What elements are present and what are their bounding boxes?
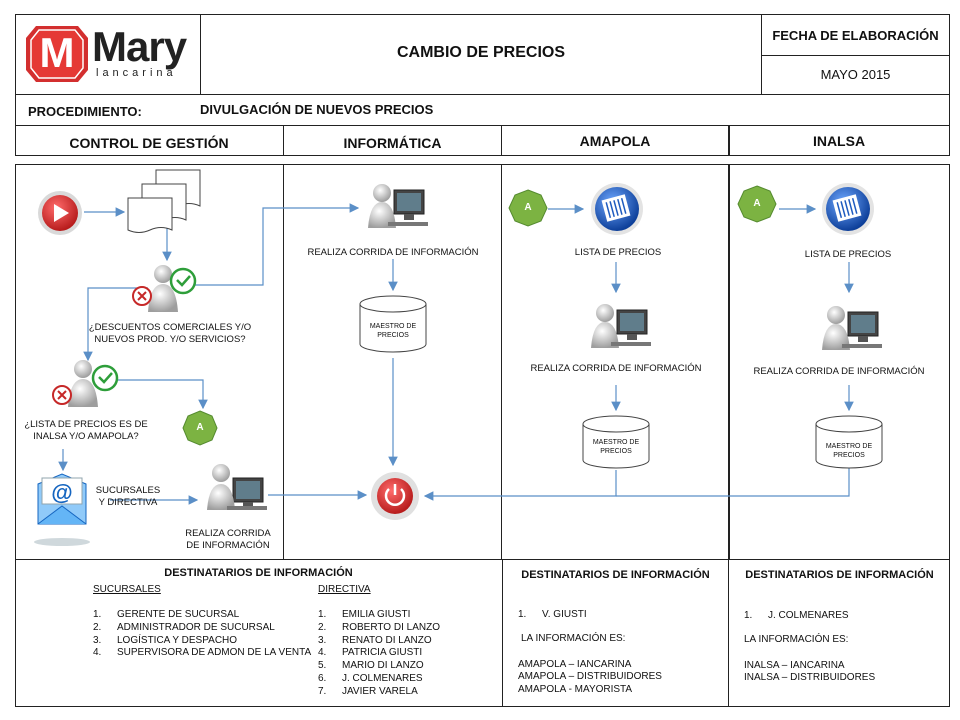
run-info-informatica: REALIZA CORRIDA DE INFORMACIÓN: [307, 247, 479, 258]
logo-subtext: lancarina: [96, 67, 177, 79]
directiva-list: 1.EMILIA GIUSTI 2.ROBERTO DI LANZO 3.REN…: [318, 609, 440, 699]
recipients-heading-inalsa: DESTINATARIOS DE INFORMACIÓN: [745, 569, 934, 581]
operator-icon-amapola: [591, 304, 651, 348]
date-label: FECHA DE ELABORACIÓN: [772, 28, 939, 43]
lane-control-gestion: CONTROL DE GESTIÓN: [69, 135, 229, 151]
date-value: MAYO 2015: [820, 67, 891, 82]
directiva-title: DIRECTIVA: [318, 584, 371, 595]
svg-text:@: @: [51, 480, 72, 505]
decision-person-icon: [132, 265, 197, 312]
recipients-heading-amapola: DESTINATARIOS DE INFORMACIÓN: [521, 569, 710, 581]
list-item: INALSA – IANCARINA: [744, 659, 845, 671]
email-icon: @: [34, 473, 90, 546]
list-item: 4.PATRICIA GIUSTI: [318, 647, 423, 659]
price-list-amapola: LISTA DE PRECIOS: [574, 247, 662, 258]
recipients-heading-gestion: DESTINATARIOS DE INFORMACIÓN: [164, 567, 353, 579]
database-inalsa: [815, 415, 883, 469]
sucursales-list: 1.GERENTE DE SUCURSAL 2.ADMINISTRADOR DE…: [93, 609, 311, 660]
amapola-recipients: 1.V. GIUSTI LA INFORMACIÓN ES: AMAPOLA –…: [518, 609, 662, 697]
list-item: AMAPOLA – DISTRIBUIDORES: [518, 671, 662, 683]
documents-icon: [127, 169, 201, 233]
list-item: INALSA – DISTRIBUIDORES: [744, 672, 876, 684]
list-item: AMAPOLA – IANCARINA: [518, 658, 632, 670]
list-item: 1.V. GIUSTI: [518, 609, 587, 620]
connector-a-gestion: [182, 410, 218, 446]
lane-divider-3: [728, 125, 730, 156]
run-info-gestion: REALIZA CORRIDA DE INFORMACIÓN: [185, 528, 271, 551]
master-amapola: MAESTRO DE PRECIOS: [592, 439, 640, 455]
list-item: 4.SUPERVISORA DE ADMON DE LA VENTA: [93, 647, 312, 659]
list-item: 2.ADMINISTRADOR DE SUCURSAL: [93, 621, 275, 633]
price-list-icon-amapola: [591, 183, 643, 235]
date-label-cell: [761, 14, 950, 56]
operator-icon-informatica: [368, 184, 428, 228]
connector-a-gestion-label: A: [196, 422, 204, 433]
flow-arrows: [58, 203, 854, 505]
procedure-label: PROCEDIMIENTO:: [28, 104, 142, 119]
lane-divider-1: [283, 125, 502, 156]
list-item: 3.LOGÍSTICA Y DESPACHO: [93, 634, 238, 646]
recipients-frame: [15, 559, 950, 707]
master-informatica: MAESTRO DE PRECIOS: [369, 323, 417, 339]
end-power-icon: [371, 472, 419, 520]
connector-a-inalsa: [737, 185, 777, 223]
price-list-icon-inalsa: [822, 183, 874, 235]
lane-inalsa: INALSA: [812, 133, 866, 149]
start-play-icon: [38, 191, 82, 235]
lane-amapola: AMAPOLA: [579, 133, 651, 149]
company-logo: M Mary lancarina: [26, 24, 196, 84]
list-item: 1.J. COLMENARES: [744, 610, 849, 621]
list-item: 1.GERENTE DE SUCURSAL: [93, 609, 240, 620]
logo-icon: [26, 26, 88, 82]
list-item: 6.J. COLMENARES: [318, 672, 423, 684]
master-inalsa: MAESTRO DE PRECIOS: [825, 443, 873, 459]
list-item: 3.RENATO DI LANZO: [318, 634, 432, 646]
operator-icon-inalsa: [822, 306, 882, 350]
database-informatica: [359, 295, 427, 353]
operator-icon-gestion: [207, 464, 267, 510]
email-recipients-label: SUCURSALES Y DIRECTIVA: [95, 485, 161, 508]
page-title: CAMBIO DE PRECIOS: [396, 44, 565, 61]
logo-letter: M: [39, 29, 75, 76]
question-price-list: ¿LISTA DE PRECIOS ES DE INALSA Y/O AMAPO…: [24, 419, 148, 442]
connector-a-amapola: [508, 189, 548, 227]
connector-a-amapola-label: A: [524, 202, 532, 213]
price-list-inalsa: LISTA DE PRECIOS: [804, 249, 892, 260]
list-item: 1.EMILIA GIUSTI: [318, 609, 411, 620]
list-item: AMAPOLA - MAYORISTA: [518, 684, 633, 696]
list-item: 2.ROBERTO DI LANZO: [318, 621, 440, 633]
list-item: 7.JAVIER VARELA: [318, 685, 418, 697]
database-amapola: [582, 415, 650, 469]
decision-person-icon-2: [52, 360, 119, 407]
procedure-value: DIVULGACIÓN DE NUEVOS PRECIOS: [200, 102, 434, 117]
connector-a-inalsa-label: A: [753, 198, 761, 209]
question-discounts: ¿DESCUENTOS COMERCIALES Y/O NUEVOS PROD.…: [88, 322, 252, 345]
sucursales-title: SUCURSALES: [93, 584, 161, 595]
logo-text: Mary: [92, 23, 187, 70]
info-label: LA INFORMACIÓN ES:: [521, 632, 626, 644]
list-item: 5.MARIO DI LANZO: [318, 660, 424, 672]
run-info-inalsa: REALIZA CORRIDA DE INFORMACIÓN: [753, 366, 925, 377]
inalsa-recipients: 1.J. COLMENARES LA INFORMACIÓN ES: INALS…: [744, 610, 875, 685]
recipients-amapola-cell: [502, 559, 729, 707]
run-info-amapola: REALIZA CORRIDA DE INFORMACIÓN: [530, 363, 702, 374]
info-label: LA INFORMACIÓN ES:: [744, 633, 849, 645]
lane-informatica: INFORMÁTICA: [343, 135, 442, 151]
